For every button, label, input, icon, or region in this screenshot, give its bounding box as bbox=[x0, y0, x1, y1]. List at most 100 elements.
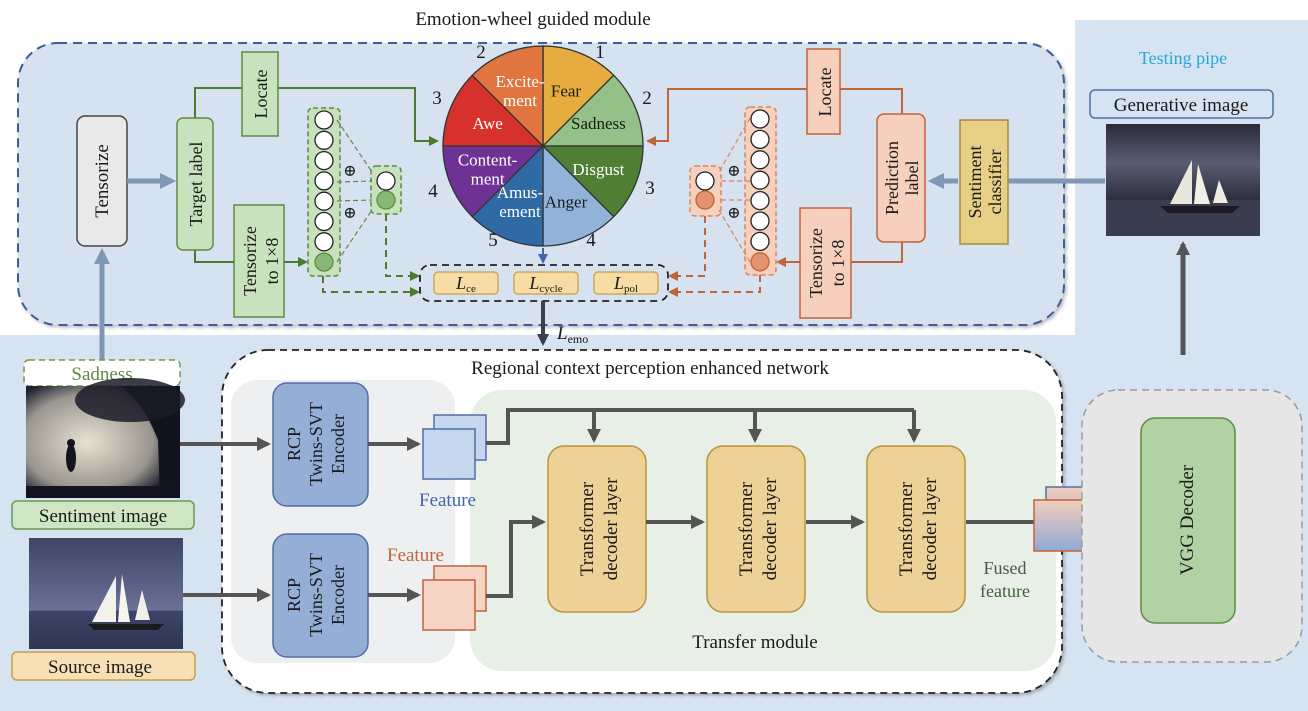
wheel-number-4: 4 bbox=[586, 230, 596, 251]
orange-vector-circle-5 bbox=[750, 190, 770, 211]
fused-feature-line2: feature bbox=[980, 581, 1030, 601]
gen-hull bbox=[1160, 206, 1240, 213]
wheel-segment-fear bbox=[542, 45, 615, 148]
person-head bbox=[67, 439, 75, 447]
src-hull bbox=[88, 624, 164, 630]
green-vector-circle-1 bbox=[314, 110, 334, 130]
feature-bottom-to-decoder1-arrow bbox=[486, 515, 546, 598]
green-vector-column bbox=[307, 107, 341, 277]
orange-vector-column bbox=[744, 106, 777, 276]
wheel-segment-awe bbox=[442, 74, 545, 147]
sentiment-classifier-box: Sentiment classifier bbox=[959, 119, 1009, 245]
loss-pol-label: Lpol bbox=[613, 273, 638, 295]
plus-icon-orange-2: ⊕ bbox=[727, 205, 740, 222]
vgg-decoder-label: VGG Decoder bbox=[1177, 464, 1198, 575]
tensorize-1x8-left-rect bbox=[233, 204, 285, 318]
gen-sail-2 bbox=[1194, 164, 1210, 204]
orange-connectors bbox=[646, 88, 903, 297]
locate-right-rect bbox=[806, 48, 841, 135]
wheel-label-contentment-line2: ment bbox=[471, 170, 505, 189]
src-sail-1 bbox=[92, 576, 116, 622]
plus-icon-orange-1: ⊕ bbox=[727, 163, 740, 180]
tensorize-1x8-left-line2: to 1×8 bbox=[262, 238, 282, 285]
locate-to-wheel-arrow-right bbox=[646, 88, 807, 146]
decoder-layer-3-line2: decoder layer bbox=[920, 477, 941, 581]
wheel-segment-amusement bbox=[471, 144, 544, 247]
orange-vector-circle-2 bbox=[750, 129, 770, 150]
orange-vector-circle-8 bbox=[750, 252, 770, 272]
target-label-text: Target label bbox=[186, 142, 206, 227]
feature-bottom-front bbox=[422, 579, 476, 631]
prediction-to-tensorize-line bbox=[851, 242, 903, 263]
decoder-layer-3-line1: Transformer bbox=[896, 481, 917, 576]
wheel-segment-contentment bbox=[442, 145, 545, 218]
locate-right-label: Locate bbox=[815, 68, 835, 117]
sentiment-image-label-box bbox=[11, 500, 195, 530]
encoder-top: RCP Twins-SVT Encoder bbox=[272, 382, 369, 507]
inputs-column: Sadness Sentiment image Source image bbox=[11, 359, 196, 681]
tree-canopy bbox=[75, 378, 185, 422]
vgg-decoder-box bbox=[1140, 417, 1236, 624]
encoder-top-line2: Twins-SVT bbox=[306, 402, 326, 486]
generative-image-label: Generative image bbox=[1114, 95, 1249, 116]
person-silhouette bbox=[66, 444, 76, 472]
tensorize-1x8-right-line1: Tensorize bbox=[806, 228, 826, 298]
sentiment-ground bbox=[26, 486, 180, 498]
green-small-column bbox=[370, 165, 402, 215]
generative-image bbox=[1106, 124, 1260, 236]
orange-proj-bottom bbox=[718, 209, 751, 263]
sentiment-classifier-line1: Sentiment bbox=[965, 146, 985, 219]
green-projection-lines bbox=[336, 119, 373, 263]
encoder-bottom-line3: Encoder bbox=[328, 565, 348, 625]
plus-icon-green-1: ⊕ bbox=[343, 163, 356, 180]
vgg-decoder-section: VGG Decoder bbox=[1081, 389, 1303, 663]
generative-image-label-box bbox=[1089, 89, 1274, 119]
green-vector-circle-6 bbox=[314, 211, 334, 232]
tensorize-1x8-right-rect bbox=[799, 207, 852, 319]
emo-loss-label: Lemo bbox=[556, 323, 588, 346]
small-column-to-loss-arrow bbox=[385, 214, 420, 281]
locate-left-box: Locate bbox=[241, 51, 279, 137]
orange-small-column bbox=[689, 165, 722, 217]
column-to-loss-arrow bbox=[322, 276, 420, 297]
tensorize-1x8-left-box: Tensorize to 1×8 bbox=[233, 204, 285, 318]
wheel-number-6: 4 bbox=[428, 181, 438, 202]
feature-top-block bbox=[422, 414, 487, 480]
wheel-label-excitement-line1: Excite- bbox=[495, 72, 544, 91]
green-proj-bottom bbox=[336, 209, 373, 263]
green-vector-circle-4 bbox=[314, 171, 334, 191]
orange-projection-lines bbox=[718, 117, 751, 263]
emotion-module-title: Emotion-wheel guided module bbox=[415, 9, 650, 30]
loss-ce-label: Lce bbox=[455, 273, 476, 295]
decoder-layer-1-line1: Transformer bbox=[577, 481, 598, 576]
src-sail-2 bbox=[118, 574, 130, 622]
generative-image-sea bbox=[1106, 200, 1260, 236]
orange-vector-circle-3 bbox=[750, 150, 770, 170]
green-connectors bbox=[194, 87, 439, 297]
green-vector-circle-2 bbox=[314, 130, 334, 150]
loss-ce-box bbox=[433, 271, 499, 295]
source-image-label: Source image bbox=[48, 657, 152, 678]
feature-bottom-label: Feature bbox=[387, 545, 444, 566]
wheel-number-5: 5 bbox=[488, 230, 498, 251]
testing-pipe-title: Testing pipe bbox=[1139, 48, 1227, 68]
feature-top-bus bbox=[486, 408, 914, 445]
fused-feature-front bbox=[1033, 499, 1087, 552]
orange-vector-circle-7 bbox=[750, 231, 770, 252]
source-image-label-box bbox=[11, 651, 196, 681]
wheel-segment-sadness bbox=[541, 74, 644, 147]
sentiment-image bbox=[26, 378, 185, 498]
decoder-layer-3-rect bbox=[866, 445, 966, 613]
wheel-label-anger: Anger bbox=[545, 192, 588, 211]
green-vector-circle-8 bbox=[314, 252, 334, 272]
prediction-label-line1: Prediction bbox=[882, 141, 902, 215]
sentiment-classifier-line2: classifier bbox=[985, 150, 1005, 215]
fused-feature-line1: Fused bbox=[983, 558, 1026, 578]
orange-small-circle-filled bbox=[695, 190, 715, 210]
wheel-label-disgust: Disgust bbox=[572, 160, 624, 179]
green-vector-circle-5 bbox=[314, 191, 334, 211]
target-label-box: Target label bbox=[176, 117, 214, 251]
green-small-circle-white bbox=[376, 171, 396, 191]
wheel-segment-anger bbox=[542, 144, 615, 247]
target-to-locate-line bbox=[194, 87, 242, 118]
